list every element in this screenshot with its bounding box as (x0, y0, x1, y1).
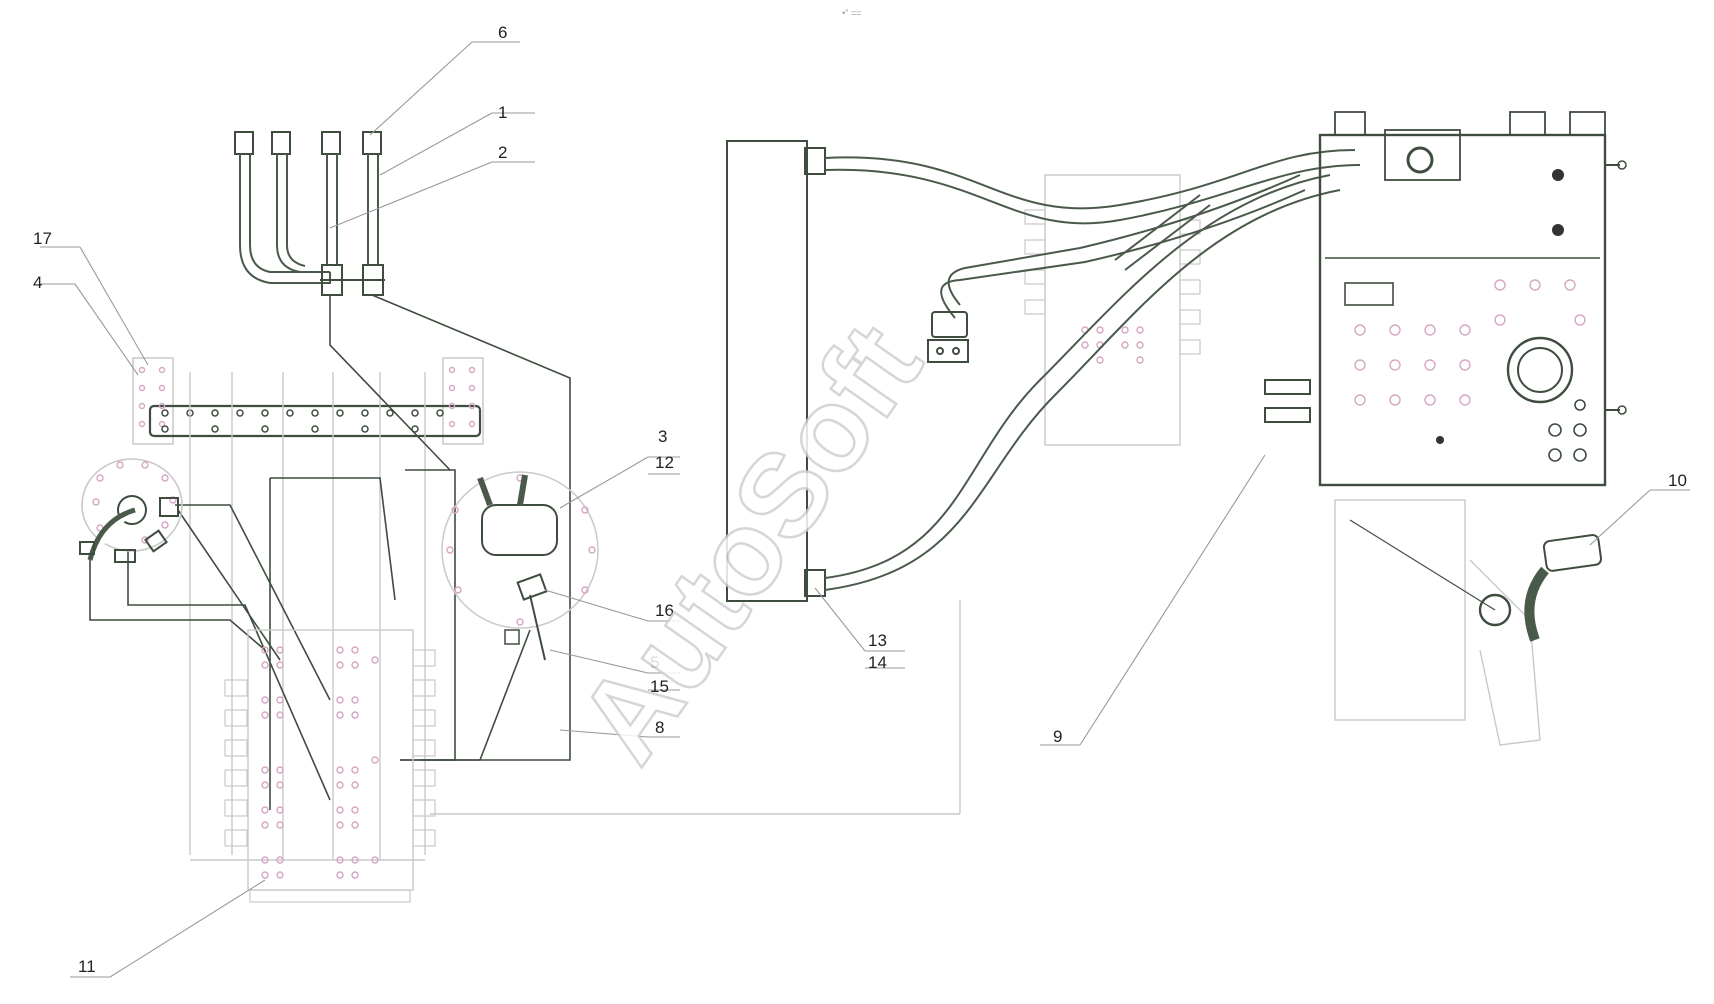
top-pipe-connectors (234, 131, 385, 296)
middle-valve-stack (1024, 174, 1201, 446)
callout-2: 2 (498, 143, 507, 162)
left-flange (79, 458, 183, 563)
callout-5: 5 (650, 653, 659, 672)
right-assembly (430, 111, 1627, 815)
callout-11: 11 (78, 957, 96, 976)
hydraulic-hoses (824, 149, 1361, 591)
callout-4: 4 (33, 273, 42, 292)
watermark: AutoSoft (553, 301, 947, 785)
control-valve-block (224, 629, 436, 903)
callout-14: 14 (868, 653, 887, 672)
callout-10: 10 (1668, 471, 1687, 490)
callout-3: 3 (658, 427, 667, 446)
callout-17: 17 (33, 229, 52, 248)
callout-16: 16 (655, 601, 674, 620)
lower-right-bracket (1334, 499, 1603, 746)
mounting-bracket (132, 357, 484, 445)
callout-6: 6 (498, 23, 507, 42)
callout-8: 8 (655, 718, 664, 737)
hydraulic-tank (1264, 111, 1627, 487)
callout-15: 15 (650, 677, 669, 696)
leader-lines (40, 41, 1690, 978)
left-valve-assembly (79, 131, 599, 903)
callout-9: 9 (1053, 727, 1062, 746)
pump-flange (441, 471, 599, 661)
top-marker: •" == (842, 8, 861, 18)
callout-1: 1 (498, 103, 507, 122)
callout-12: 12 (655, 453, 674, 472)
callout-labels: 6 1 2 17 4 3 12 16 5 15 8 13 14 9 10 11 (33, 23, 1687, 976)
oil-cooler (726, 140, 808, 602)
callout-13: 13 (868, 631, 887, 650)
